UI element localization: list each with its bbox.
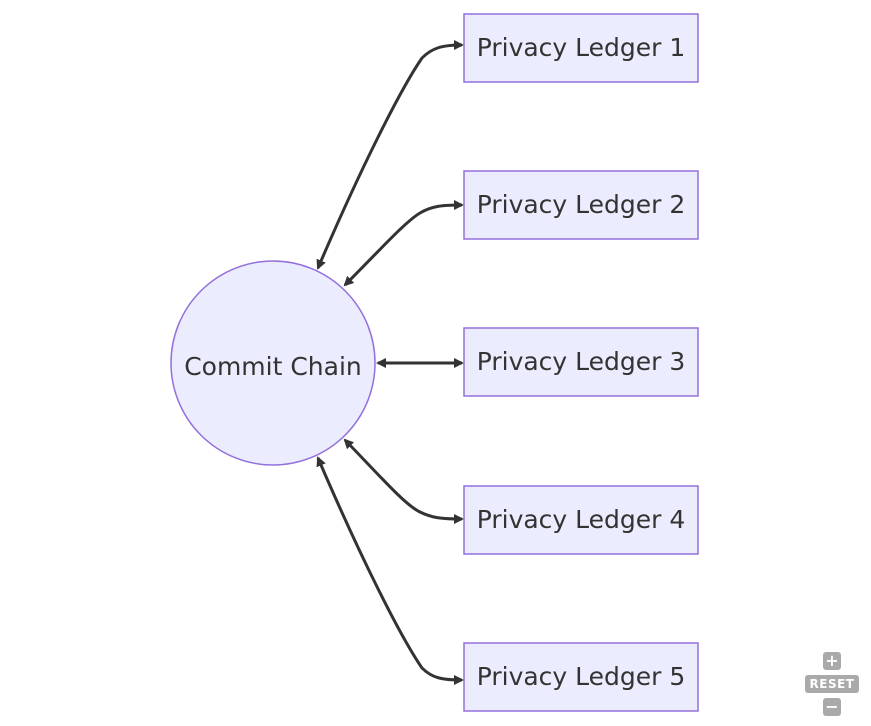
zoom-controls: + RESET −: [805, 652, 859, 716]
ledger-label-3: Privacy Ledger 3: [477, 347, 686, 376]
reset-button[interactable]: RESET: [805, 675, 859, 693]
edge-commit-chain-ledger-2: [343, 200, 464, 287]
zoom-out-button[interactable]: −: [823, 698, 841, 716]
plus-icon: +: [825, 651, 839, 670]
ledger-label-4: Privacy Ledger 4: [477, 505, 686, 534]
commit-chain-label: Commit Chain: [184, 352, 362, 381]
ledger-node-4: Privacy Ledger 4: [463, 485, 699, 555]
zoom-in-button[interactable]: +: [823, 652, 841, 670]
minus-icon: −: [825, 697, 839, 716]
ledger-label-1: Privacy Ledger 1: [477, 33, 686, 62]
commit-chain-node: Commit Chain: [170, 260, 376, 466]
ledger-label-5: Privacy Ledger 5: [477, 662, 686, 691]
ledger-node-5: Privacy Ledger 5: [463, 642, 699, 712]
ledger-node-2: Privacy Ledger 2: [463, 170, 699, 240]
ledger-node-1: Privacy Ledger 1: [463, 13, 699, 83]
edge-commit-chain-ledger-1: [316, 40, 464, 270]
ledger-label-2: Privacy Ledger 2: [477, 190, 686, 219]
ledger-node-3: Privacy Ledger 3: [463, 327, 699, 397]
edges-group: [316, 40, 464, 685]
edge-commit-chain-ledger-5: [316, 456, 464, 685]
edge-commit-chain-ledger-4: [343, 438, 464, 524]
